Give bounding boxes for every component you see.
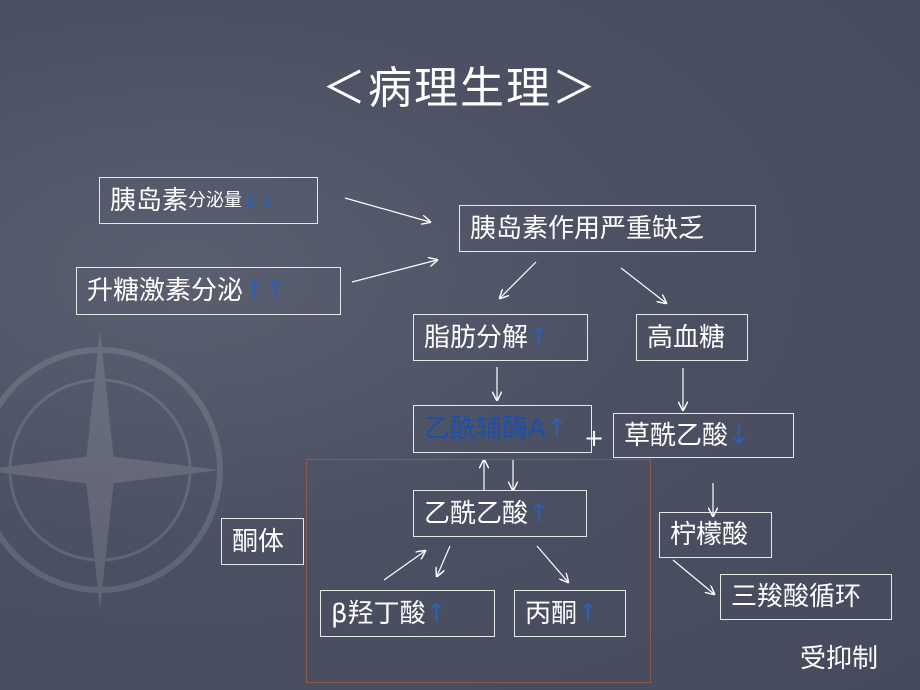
node-insulin-secretion: 胰岛素分泌量↓↓ <box>99 177 318 224</box>
node-hydroxybutyrate: β羟丁酸↑ <box>320 590 495 637</box>
page-title: ＜病理生理＞ <box>322 63 598 114</box>
node-lipolysis: 脂肪分解↑ <box>413 314 588 361</box>
node-insulin-deficiency: 胰岛素作用严重缺乏 <box>459 205 756 252</box>
node-acetoacetate: 乙酰乙酸↑ <box>413 490 587 537</box>
node-tca-cycle: 三羧酸循环 <box>720 574 892 620</box>
node-acetyl-coa: 乙酰辅酶A↑ <box>413 405 592 453</box>
arrow-acetoacetate-to-acetone <box>536 545 568 582</box>
arrow-deficiency-to-lipolysis <box>500 261 537 298</box>
node-ketone-body: 酮体 <box>221 518 304 565</box>
node-hyperglycemia: 高血糖 <box>636 314 748 361</box>
node-acetone: 丙酮↑ <box>514 590 626 637</box>
arrow-hydroxybutyrate-to-acetoacetate <box>383 551 425 581</box>
node-citric-acid: 柠檬酸 <box>659 512 772 558</box>
plus-sign: + <box>584 424 605 452</box>
node-oxaloacetate: 草酰乙酸↓ <box>613 413 794 458</box>
arrow-glucagon-to-deficiency <box>351 260 437 283</box>
node-glucagon-secretion: 升糖激素分泌↑↑ <box>76 267 341 315</box>
arrow-deficiency-to-hyperglycemia <box>620 267 666 303</box>
label-inhibited: 受抑制 <box>800 644 879 674</box>
ketone-body-frame <box>306 459 651 683</box>
arrow-acetoacetate-to-hydroxybutyrate <box>437 545 451 576</box>
arrow-insulin-to-deficiency <box>344 197 430 222</box>
compass-watermark <box>0 330 223 610</box>
arrow-citric-to-tca <box>672 559 714 594</box>
